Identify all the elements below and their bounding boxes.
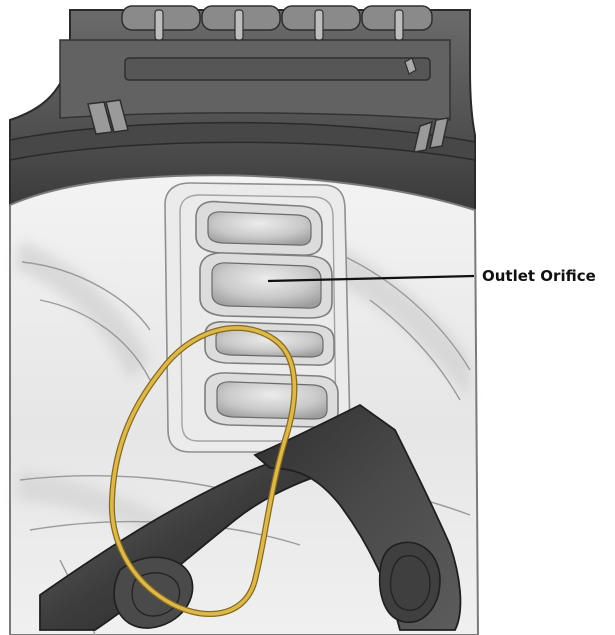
outlet-opening-1: [196, 202, 322, 256]
outlet-frame: [165, 183, 350, 452]
left-clip-pair: [88, 100, 128, 134]
housing-rim: [122, 6, 432, 30]
outlet-orifice-label: Outlet Orifice: [482, 267, 596, 285]
outlet-opening-2: [200, 253, 332, 318]
outlet-opening-4: [205, 373, 338, 427]
